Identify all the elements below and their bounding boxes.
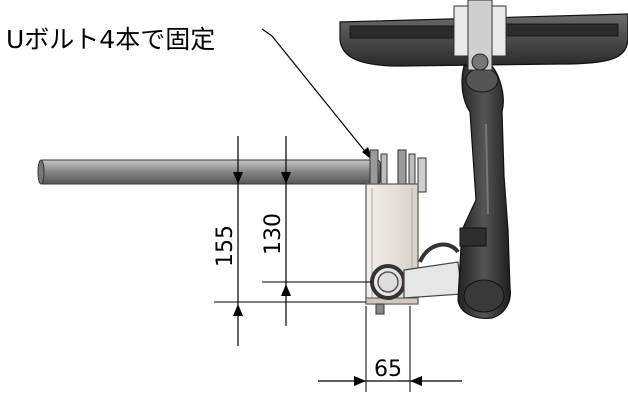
dimension-155-label: 155 bbox=[213, 225, 238, 267]
dimension-155: 155 bbox=[213, 136, 366, 346]
dimension-130-label: 130 bbox=[261, 213, 286, 255]
dimension-65-label: 65 bbox=[374, 357, 402, 382]
pipe bbox=[37, 159, 381, 185]
u-bolt-clamp bbox=[369, 149, 427, 193]
dimension-65: 65 bbox=[318, 306, 462, 392]
monitor-arm bbox=[457, 65, 511, 319]
arm-clamp-ring bbox=[370, 242, 463, 300]
callout-label: Uボルト4本で固定 bbox=[6, 25, 216, 54]
dimension-130: 130 bbox=[261, 136, 372, 326]
monitor-panel bbox=[339, 0, 628, 71]
